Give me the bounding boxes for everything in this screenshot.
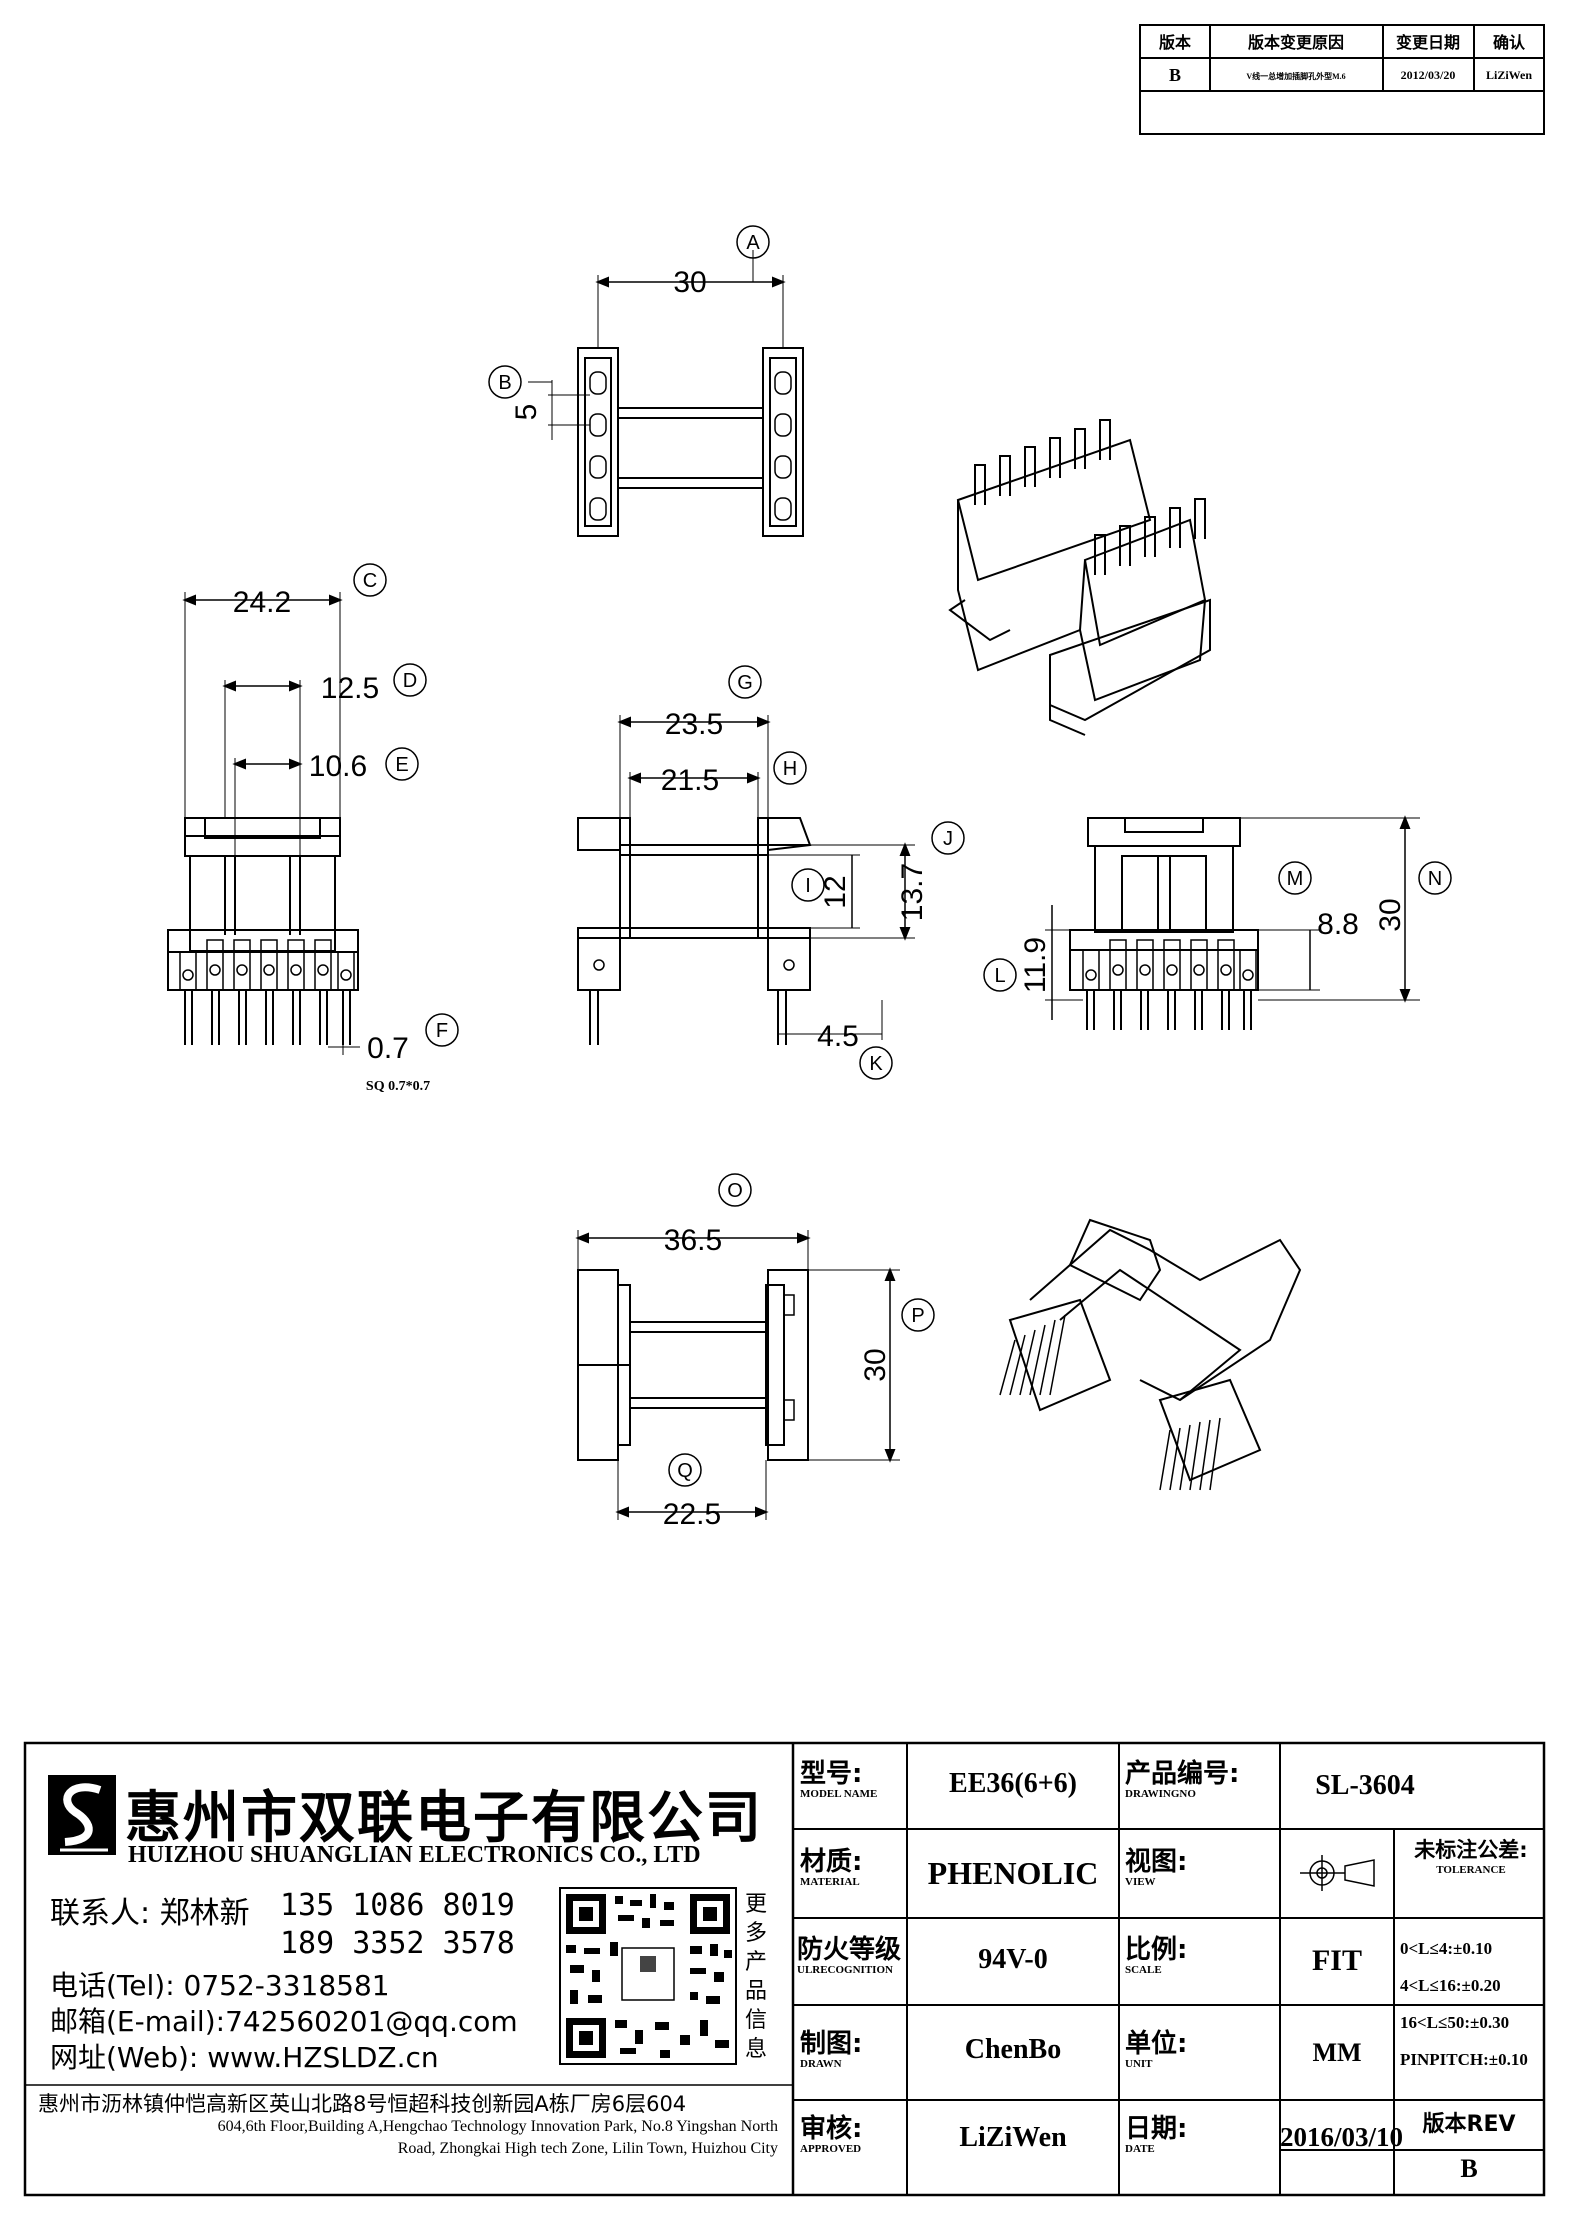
fire-rating-value: 94V-0 bbox=[978, 1944, 1048, 1975]
approved-label: 审核: APPROVED bbox=[800, 2114, 863, 2155]
dim-G-value: 23.5 bbox=[665, 708, 723, 741]
tolerance-list: 0<L≤4:±0.10 4<L≤16:±0.20 16<L≤50:±0.30 P… bbox=[1400, 1939, 1528, 2069]
dim-A-value: 30 bbox=[673, 266, 706, 299]
balloon-O: O bbox=[727, 1180, 743, 1202]
dim-B-value: 5 bbox=[510, 404, 543, 421]
dimension-balloons bbox=[353, 225, 1452, 1487]
scale-value: FIT bbox=[1311, 1944, 1362, 1977]
rev-header-confirm: 确认 bbox=[1493, 33, 1526, 52]
balloon-I: I bbox=[805, 875, 811, 897]
side-view bbox=[577, 715, 915, 1045]
company-logo bbox=[48, 1775, 116, 1855]
revision-value: B bbox=[1460, 2154, 1478, 2183]
top-view bbox=[528, 250, 804, 537]
dim-P-value: 30 bbox=[859, 1348, 892, 1381]
drawn-label: 制图: DRAWN bbox=[800, 2029, 863, 2070]
scale-label: 比例: SCALE bbox=[1125, 1935, 1188, 1976]
dim-N-value: 30 bbox=[1374, 898, 1407, 931]
rev-header-reason: 版本变更原因 bbox=[1247, 33, 1344, 52]
balloon-Q: Q bbox=[677, 1460, 693, 1482]
balloon-M: M bbox=[1287, 868, 1304, 890]
address-en-line-2: Road, Zhongkai High tech Zone, Lilin Tow… bbox=[397, 2140, 778, 2157]
dim-C-value: 24.2 bbox=[233, 586, 291, 619]
dim-F-note: SQ 0.7*0.7 bbox=[366, 1079, 430, 1094]
date-value: 2016/03/10 bbox=[1280, 2122, 1404, 2152]
dim-H-value: 21.5 bbox=[661, 764, 719, 797]
balloon-L: L bbox=[994, 965, 1005, 987]
view-label: 视图: VIEW bbox=[1125, 1847, 1188, 1888]
material-label: 材质: MATERIAL bbox=[800, 1847, 863, 1888]
dim-Q-value: 22.5 bbox=[663, 1498, 721, 1531]
projection-symbol-icon bbox=[1300, 1855, 1375, 1891]
balloon-B: B bbox=[498, 372, 511, 394]
title-block bbox=[23, 1741, 1546, 2197]
approved-value: LiZiWen bbox=[959, 2122, 1067, 2153]
dim-K-value: 4.5 bbox=[817, 1020, 859, 1053]
balloon-N: N bbox=[1428, 868, 1442, 890]
dim-J-value: 13.7 bbox=[896, 863, 929, 921]
contact-person: 联系人: 郑林新 bbox=[50, 1896, 250, 1931]
material-value: PHENOLIC bbox=[927, 1855, 1099, 1891]
drawing-no-value: SL-3604 bbox=[1315, 1770, 1415, 1801]
model-label: 型号: MODEL NAME bbox=[800, 1759, 878, 1800]
isometric-view-bottom bbox=[999, 1218, 1302, 1491]
balloon-G: G bbox=[737, 672, 753, 694]
qr-caption: 更多 产品 信息 bbox=[745, 1892, 768, 2062]
contact-email: 邮箱(E-mail):742560201@qq.com bbox=[50, 2005, 518, 2038]
end-view bbox=[1045, 815, 1420, 1030]
contact-website: 网址(Web): www.HZSLDZ.cn bbox=[50, 2041, 439, 2074]
drawn-value: ChenBo bbox=[964, 2034, 1062, 2065]
date-label: 日期: DATE bbox=[1125, 2114, 1188, 2155]
isometric-view-top bbox=[948, 419, 1211, 736]
balloon-D: D bbox=[403, 670, 417, 692]
balloon-H: H bbox=[783, 758, 797, 780]
dim-I-value: 12 bbox=[819, 875, 852, 908]
rev-cell-reason: V线一总增加插脚孔外型M.6 bbox=[1246, 71, 1345, 81]
rev-header-version: 版本 bbox=[1158, 33, 1191, 52]
company-name-cn: 惠州市双联电子有限公司 bbox=[125, 1785, 763, 1851]
unit-value: MM bbox=[1312, 2038, 1362, 2067]
model-value: EE36(6+6) bbox=[949, 1768, 1077, 1799]
dim-E-value: 10.6 bbox=[309, 750, 367, 783]
dim-D-value: 12.5 bbox=[321, 672, 379, 705]
contact-phone-2: 189 3352 3578 bbox=[280, 1926, 515, 1961]
balloon-K: K bbox=[869, 1053, 883, 1075]
unit-label: 单位: UNIT bbox=[1125, 2029, 1188, 2070]
bottom-view bbox=[575, 1230, 900, 1520]
balloon-A: A bbox=[746, 232, 760, 254]
dim-L-value: 11.9 bbox=[1019, 937, 1052, 993]
qr-code-image bbox=[559, 1887, 737, 2065]
balloon-P: P bbox=[911, 1305, 924, 1327]
contact-phone-1: 135 1086 8019 bbox=[280, 1888, 515, 1923]
address-en-line-1: 604,6th Floor,Building A,Hengchao Techno… bbox=[217, 2118, 778, 2135]
revision-table: 版本 版本变更原因 变更日期 确认 B V线一总增加插脚孔外型M.6 2012/… bbox=[1139, 24, 1545, 135]
balloon-E: E bbox=[395, 754, 408, 776]
dim-O-value: 36.5 bbox=[664, 1224, 722, 1257]
rev-cell-confirm: LiZiWen bbox=[1486, 68, 1532, 82]
rev-cell-date: 2012/03/20 bbox=[1401, 68, 1456, 82]
drawing-no-label: 产品编号: DRAWINGNO bbox=[1125, 1759, 1240, 1800]
tolerance-label: 未标注公差: TOLERANCE bbox=[1414, 1838, 1528, 1876]
rev-cell-version: B bbox=[1169, 65, 1181, 85]
revision-label: 版本REV bbox=[1422, 2112, 1516, 2137]
rev-header-date: 变更日期 bbox=[1396, 33, 1460, 52]
dim-F-value: 0.7 bbox=[367, 1032, 409, 1065]
balloon-C: C bbox=[363, 570, 377, 592]
dim-M-value: 8.8 bbox=[1317, 908, 1359, 941]
company-name-en: HUIZHOU SHUANGLIAN ELECTRONICS CO., LTD bbox=[128, 1842, 701, 1868]
front-view bbox=[167, 592, 360, 1055]
balloon-F: F bbox=[436, 1020, 448, 1042]
fire-rating-label: 防火等级 ULRECOGNITION bbox=[797, 1935, 902, 1976]
contact-tel: 电话(Tel): 0752-3318581 bbox=[50, 1969, 390, 2002]
balloon-J: J bbox=[943, 828, 953, 850]
address-cn: 惠州市沥林镇仲恺高新区英山北路8号恒超科技创新园A栋厂房6层604 bbox=[38, 2092, 687, 2116]
